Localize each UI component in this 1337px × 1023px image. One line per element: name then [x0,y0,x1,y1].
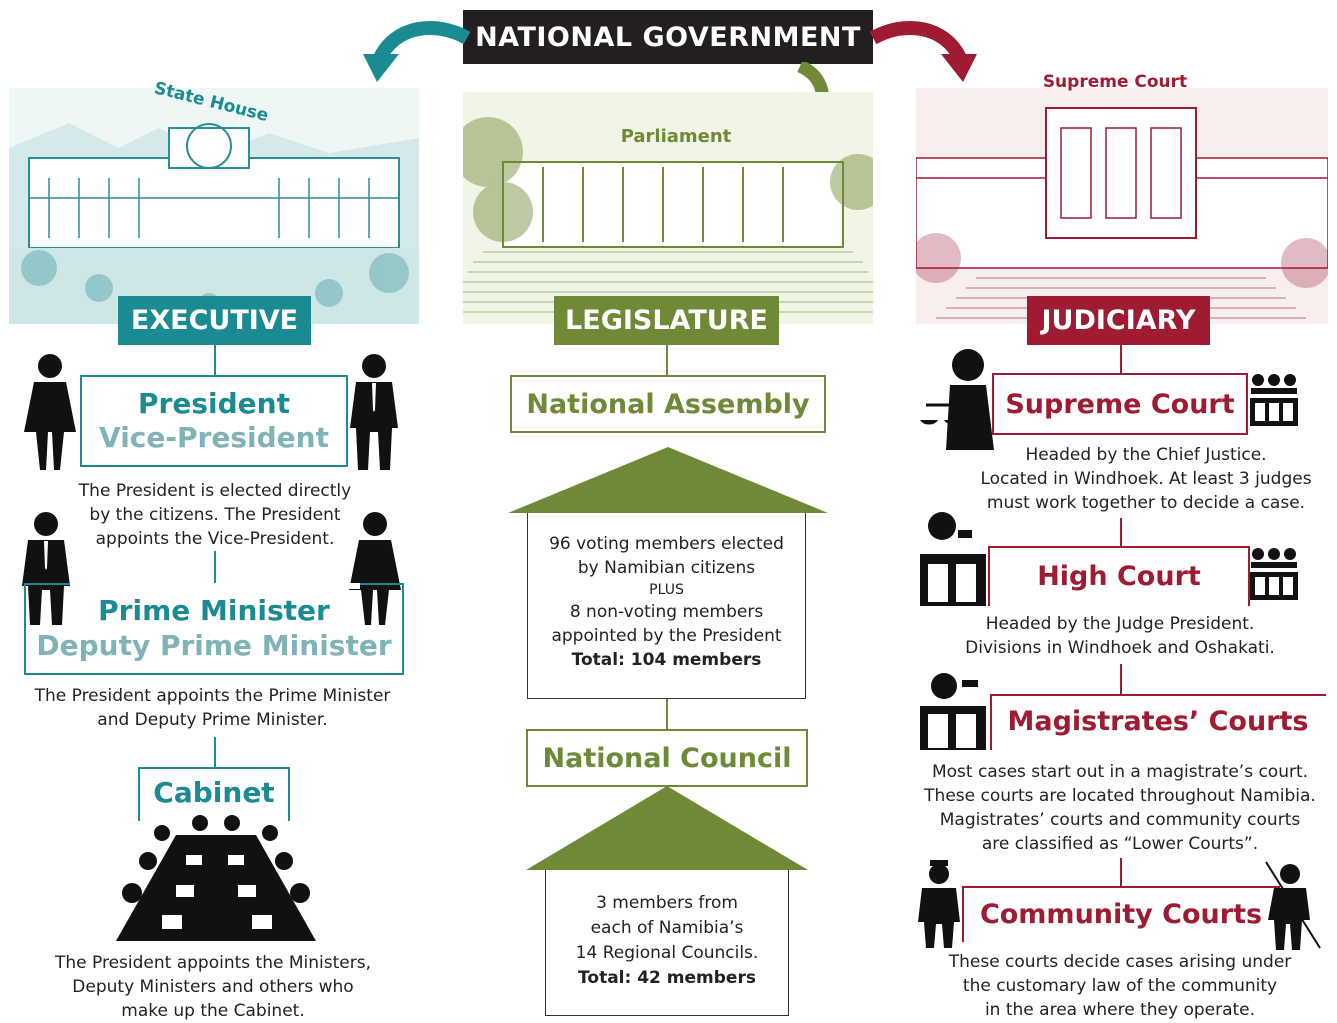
vice-president-title: Vice-President [99,421,329,454]
national-council-title: National Council [542,743,792,774]
connector-line [214,737,216,767]
parliament-label: Parliament [620,126,732,147]
supreme-court-title: Supreme Court [1005,389,1235,420]
magistrate-icon [920,673,986,750]
cc-text-3: in the area where they operate. [984,1000,1256,1020]
arrow-right-icon [869,20,977,82]
legislature-banner: LEGISLATURE [554,296,779,345]
national-assembly-title: National Assembly [526,389,810,420]
na-text-1: 96 voting members elected [549,534,784,554]
cc-text-1: These courts decide cases arising under [948,952,1292,972]
connector-line [214,345,216,375]
pm-text-2: and Deputy Prime Minister. [97,710,328,730]
national-council-detail-box [545,870,789,1016]
jury-panel-icon [1250,374,1298,426]
nc-text-3: 14 Regional Councils. [575,943,759,963]
na-text-2: by Namibian citizens [577,558,756,578]
president-text-2: by the citizens. The President [89,505,341,525]
president-description: The President is elected directly by the… [20,479,410,551]
sc-text-1: Headed by the Chief Justice. [1025,445,1267,465]
na-description: 96 voting members elected by Namibian ci… [527,532,806,672]
nc-text-2: each of Namibia’s [590,918,744,938]
supreme-court-box [992,373,1248,435]
community-courts-title: Community Courts [979,899,1263,930]
judge-with-scales-icon [920,349,994,450]
connector-line [666,699,668,729]
sc-text-2: Located in Windhoek. At least 3 judges [980,469,1312,489]
judiciary-banner: JUDICIARY [1027,296,1210,345]
assembly-roof-icon [508,447,828,513]
cabinet-meeting-icon [116,815,316,941]
arrow-left-icon [363,20,471,82]
deputy-prime-minister-title: Deputy Prime Minister [36,629,392,662]
cabinet-title: Cabinet [153,776,275,809]
chief-figure-icon [918,860,960,948]
pm-text-1: The President appoints the Prime Ministe… [34,686,391,706]
connector-line [1120,345,1122,373]
female-figure-icon [24,354,76,470]
magistrates-title: Magistrates’ Courts [1007,706,1309,737]
mc-text-3: Magistrates’ courts and community courts [939,810,1301,830]
supreme-court-label: Supreme Court [1042,72,1188,92]
pm-description: The President appoints the Prime Ministe… [10,684,415,732]
president-text-3: appoints the Vice-President. [95,529,335,549]
na-text-4: 8 non-voting members [569,602,764,622]
nc-description: 3 members from each of Namibia’s 14 Regi… [545,891,789,991]
hc-text-1: Headed by the Judge President. [985,614,1255,634]
cc-description: These courts decide cases arising under … [920,950,1320,1022]
mc-description: Most cases start out in a magistrate’s c… [906,760,1334,856]
sc-text-3: must work together to decide a case. [986,493,1306,513]
connector-line [1120,664,1122,694]
president-box [80,375,348,467]
na-text-5: appointed by the President [551,626,782,646]
executive-banner: EXECUTIVE [118,296,311,345]
national-assembly-box [510,375,826,433]
cabinet-description: The President appoints the Ministers, De… [8,951,418,1023]
cabinet-text-3: make up the Cabinet. [121,1001,305,1021]
prime-minister-title: Prime Minister [98,594,330,627]
hc-text-2: Divisions in Windhoek and Oshakati. [965,638,1275,658]
cc-text-2: the customary law of the community [962,976,1278,996]
cabinet-text-1: The President appoints the Ministers, [55,953,371,973]
sc-description: Headed by the Chief Justice. Located in … [966,443,1326,515]
state-house-image [9,88,419,324]
hc-description: Headed by the Judge President. Divisions… [940,612,1300,660]
female-figure-icon [349,512,401,625]
judge-at-bench-icon [920,512,986,606]
parliament-image [463,92,873,324]
connector-line [214,551,216,583]
page-title: NATIONAL GOVERNMENT [463,10,873,64]
connector-line [1120,858,1122,886]
supreme-court-image [916,88,1328,324]
high-court-box [988,546,1250,606]
high-court-title: High Court [1037,561,1201,592]
na-total: Total: 104 members [571,650,762,670]
jury-panel-icon [1250,548,1298,600]
mc-text-4: are classified as “Lower Courts”. [981,834,1259,854]
mc-text-1: Most cases start out in a magistrate’s c… [931,762,1309,782]
nc-total: Total: 42 members [578,968,756,988]
mc-text-2: These courts are located throughout Nami… [924,786,1316,806]
national-assembly-detail-box [527,513,806,699]
president-text-1: The President is elected directly [78,481,352,501]
magistrates-box [990,694,1326,750]
connector-line [666,345,668,375]
cabinet-box [138,767,290,821]
council-roof-icon [526,786,808,870]
president-title: President [138,387,290,420]
connector-line [1120,518,1122,546]
nc-text-1: 3 members from [596,893,738,913]
male-figure-icon [22,512,70,625]
box-gap [70,583,360,589]
cabinet-text-2: Deputy Ministers and others who [72,977,354,997]
male-figure-icon [350,354,398,470]
na-text-3: PLUS [649,582,684,598]
warrior-with-spear-icon [1265,861,1321,950]
